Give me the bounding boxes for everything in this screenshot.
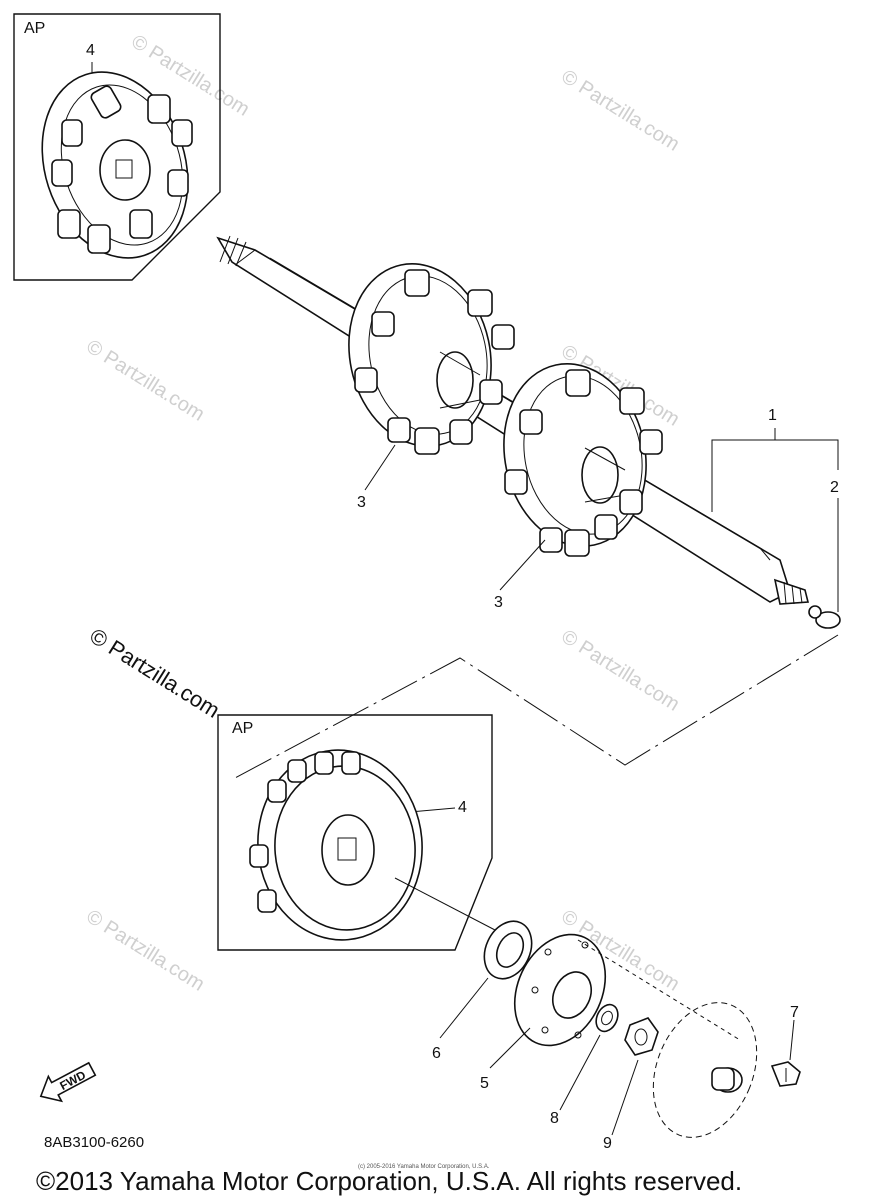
callout-5: 5 bbox=[480, 1075, 489, 1092]
inset-bottom-title: AP bbox=[232, 720, 253, 737]
tiny-credit: (c) 2005-2016 Yamaha Motor Corporation, … bbox=[358, 1164, 490, 1170]
watermark-2: © Partzilla.com bbox=[82, 336, 208, 426]
inset-bottom-callout: 4 bbox=[458, 799, 467, 816]
callout-7: 7 bbox=[790, 1004, 799, 1021]
hub-part-5 bbox=[489, 933, 741, 1069]
bearing-part-6 bbox=[394, 877, 533, 1039]
watermark-dark: © Partzilla.com bbox=[85, 623, 224, 723]
callout-3a: 3 bbox=[357, 494, 366, 511]
inset-top: AP 4 bbox=[13, 13, 221, 281]
callout-3b: 3 bbox=[494, 594, 503, 611]
callout-2: 2 bbox=[830, 479, 839, 496]
watermark-5: © Partzilla.com bbox=[82, 906, 208, 996]
bracket-phantom bbox=[652, 1002, 758, 1138]
washer-part-8 bbox=[559, 1003, 619, 1111]
sprocket-inset-bottom bbox=[249, 749, 423, 941]
callout-8: 8 bbox=[550, 1110, 559, 1127]
inset-bottom: AP 4 bbox=[217, 714, 493, 951]
sprocket-inset-top bbox=[41, 71, 193, 259]
forward-arrow-icon: FWD bbox=[39, 1061, 97, 1103]
inset-top-callout: 4 bbox=[86, 42, 95, 59]
inset-top-title: AP bbox=[24, 20, 45, 37]
watermark-1: © Partzilla.com bbox=[557, 66, 683, 156]
callout-6: 6 bbox=[432, 1045, 441, 1062]
part-code: 8AB3100-6260 bbox=[44, 1134, 144, 1151]
drive-shaft-assembly bbox=[216, 235, 841, 629]
phantom-connector bbox=[234, 634, 839, 779]
bolt-part-7 bbox=[770, 1019, 801, 1087]
watermark-4: © Partzilla.com bbox=[557, 626, 683, 716]
sprocket-left bbox=[348, 263, 515, 455]
callout-1: 1 bbox=[768, 407, 777, 424]
callout-9: 9 bbox=[603, 1135, 612, 1152]
nut-part-9 bbox=[611, 1017, 659, 1136]
copyright-notice: ©2013 Yamaha Motor Corporation, U.S.A. A… bbox=[36, 1166, 742, 1196]
plug-part-2 bbox=[808, 605, 841, 629]
sprocket-right bbox=[503, 363, 663, 557]
